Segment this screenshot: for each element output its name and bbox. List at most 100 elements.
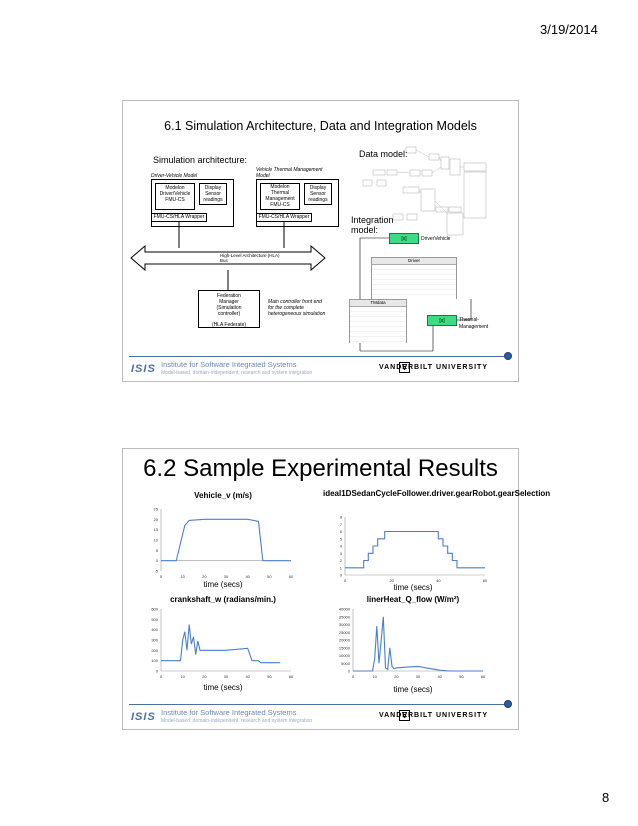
vanderbilt-name: VANDERBILT UNIVERSITY: [378, 364, 488, 371]
y-tick-label: 25000: [339, 630, 351, 635]
series-line: [161, 624, 281, 664]
slide-footer: ISIS Institute for Software Integrated S…: [123, 352, 518, 381]
fed-manager-label: Federation Manager (Simulation controlle…: [216, 293, 242, 317]
slide-footer: ISIS Institute for Software Integrated S…: [123, 700, 518, 729]
vanderbilt-mark: V: [399, 710, 410, 721]
x-tick-label: 10: [180, 574, 185, 579]
y-tick-label: 100: [151, 658, 158, 663]
modelon-thermal-box: Modelon Thermal Management FMU-CS: [260, 183, 300, 210]
footer-dot: [504, 352, 512, 360]
y-tick-label: 20: [154, 517, 159, 522]
x-tick-label: 20: [202, 574, 207, 579]
slide-simulation-architecture: 6.1 Simulation Architecture, Data and In…: [122, 100, 519, 382]
x-tick-label: 50: [267, 674, 272, 679]
x-tick-label: 0: [160, 574, 163, 579]
x-tick-label: 60: [481, 674, 486, 679]
series-line: [161, 518, 291, 562]
int-thermal-box: [x]: [427, 315, 457, 326]
footer-rule: [129, 704, 508, 705]
federation-manager-box: Federation Manager (Simulation controlle…: [198, 290, 260, 328]
sim-arch-heading: Simulation architecture:: [153, 155, 248, 165]
chart-title: Vehicle_v (m/s): [194, 491, 252, 500]
display-sensor-box-1: Display Sensor readings: [199, 183, 227, 205]
driver-table-title: Driver: [372, 258, 456, 265]
data-model-heading: Data model:: [359, 149, 408, 159]
slide-experimental-results: 6.2 Sample Experimental Results Vehicle_…: [122, 448, 551, 730]
x-tick-label: 0: [352, 674, 355, 679]
y-tick-label: -5: [154, 569, 158, 574]
driver-table: Driver: [371, 257, 457, 299]
y-tick-label: 35000: [339, 614, 351, 619]
chart-xlabel: time (secs): [203, 683, 243, 692]
series-line: [345, 530, 485, 569]
footer-rule: [129, 356, 508, 357]
y-tick-label: 500: [151, 617, 158, 622]
y-tick-label: 20000: [339, 638, 351, 643]
y-tick-label: 8: [340, 515, 343, 520]
page-number: 8: [602, 790, 610, 805]
x-tick-label: 60: [289, 674, 294, 679]
display-sensor-box-2: Display Sensor readings: [304, 183, 332, 205]
y-tick-label: 200: [151, 648, 158, 653]
x-tick-label: 40: [245, 574, 250, 579]
x-tick-label: 0: [160, 674, 163, 679]
y-tick-label: 10000: [339, 653, 351, 658]
y-tick-label: 600: [151, 607, 158, 612]
date-label: 3/19/2014: [540, 22, 598, 37]
chart-gear-selection: ideal1DSedanCycleFollower.driver.gearRob…: [323, 489, 551, 601]
main-controller-note: Main controller front end for the comple…: [268, 299, 326, 317]
thermal-model-label: Vehicle Thermal Management Model: [256, 167, 323, 179]
x-tick-label: 10: [180, 674, 185, 679]
y-tick-label: 5: [156, 548, 159, 553]
int-driver-vehicle-box: [x]: [389, 233, 419, 244]
x-tick-label: 40: [437, 674, 442, 679]
y-tick-label: 10: [154, 538, 159, 543]
isis-logo: ISIS: [131, 363, 156, 375]
x-tick-label: 10: [372, 674, 377, 679]
tmdata-table-title: TMdata: [350, 300, 406, 307]
architecture-connectors: [130, 146, 487, 352]
y-tick-label: 0: [348, 669, 351, 674]
y-tick-label: 4: [340, 544, 343, 549]
chart-xlabel: time (secs): [393, 583, 433, 592]
modelon-driver-box: Modelon Driver/Vehicle FMU-CS: [155, 183, 195, 210]
chart-liner-heat: linerHeat_Q_flow (W/m²) 0 5000 10000 15000 2…: [323, 595, 503, 695]
tmdata-table: TMdata: [349, 299, 407, 343]
series-line: [353, 616, 483, 672]
y-tick-label: 5000: [341, 661, 351, 666]
x-tick-label: 50: [267, 574, 272, 579]
chart-xlabel: time (secs): [203, 580, 243, 589]
vanderbilt-name: VANDERBILT UNIVERSITY: [378, 712, 488, 719]
y-tick-label: 6: [340, 529, 343, 534]
x-tick-label: 30: [224, 574, 229, 579]
slide-title: 6.1 Simulation Architecture, Data and In…: [164, 119, 477, 133]
x-tick-label: 20: [389, 578, 394, 583]
x-tick-label: 60: [483, 578, 488, 583]
x-tick-label: 40: [436, 578, 441, 583]
x-tick-label: 0: [344, 578, 347, 583]
chart-title: ideal1DSedanCycleFollower.driver.gearRob…: [323, 489, 551, 498]
y-tick-label: 400: [151, 627, 158, 632]
vanderbilt-mark: V: [399, 362, 410, 373]
x-tick-label: 40: [245, 674, 250, 679]
x-tick-label: 20: [202, 674, 207, 679]
fed-hla-label: (HLA Federate): [211, 322, 247, 328]
x-tick-label: 30: [416, 674, 421, 679]
chart-title: linerHeat_Q_flow (W/m²): [366, 595, 460, 604]
driver-table-rows: [372, 265, 456, 299]
institute-tagline: Model-based, domain-independent, researc…: [161, 718, 313, 724]
int-driver-vehicle-label: DriverVehicle: [421, 236, 451, 242]
x-tick-label: 20: [394, 674, 399, 679]
int-thermal-label: Thermal-Management: [459, 317, 489, 330]
chart-title: crankshaft_w (radians/min.): [170, 595, 276, 604]
y-tick-label: 15000: [339, 645, 351, 650]
slide-title: 6.2 Sample Experimental Results: [143, 455, 498, 482]
y-tick-label: 30000: [339, 622, 351, 627]
chart-xlabel: time (secs): [393, 685, 433, 694]
footer-dot: [504, 700, 512, 708]
